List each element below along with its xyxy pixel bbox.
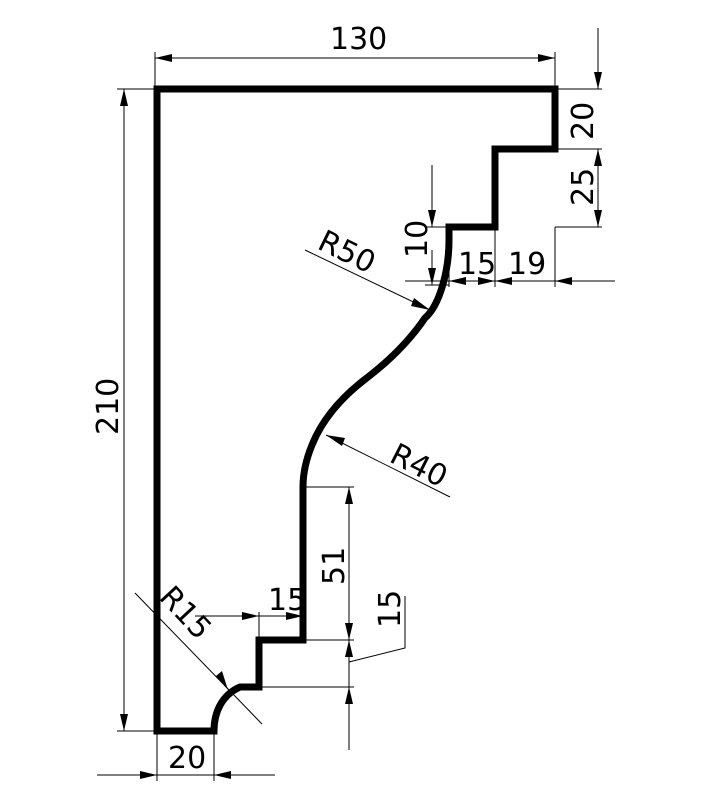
- dim-text-third-step-height: 10: [400, 220, 435, 258]
- dim-text-lower-step-width: 15: [268, 583, 306, 618]
- dim-top-step-height: 20: [555, 28, 602, 160]
- dim-text-total-height: 210: [91, 378, 126, 435]
- dim-text-corner-radius: R15: [152, 580, 218, 647]
- dim-third-step-width: 15: [405, 227, 555, 287]
- profile-outline: [153, 85, 559, 735]
- dim-second-step-height: 25: [555, 149, 602, 228]
- dim-text-lower-radius: R40: [384, 437, 452, 495]
- dim-text-base-width: 20: [168, 741, 206, 776]
- dim-text-upper-radius: R50: [312, 224, 380, 281]
- dim-text-second-step-height: 25: [566, 168, 601, 206]
- dim-second-step-width: 19: [495, 227, 615, 287]
- dim-base-width: 20: [97, 731, 275, 781]
- dim-text-third-step-width: 15: [458, 247, 496, 282]
- dim-lower-step-height: 15: [259, 590, 408, 750]
- dim-text-top-step-height: 20: [566, 102, 601, 140]
- dim-lower-radius: R40: [325, 434, 453, 498]
- dim-text-top-width: 130: [330, 22, 387, 57]
- dim-vertical-segment: 51: [303, 486, 354, 641]
- dim-lower-step-width: 15: [195, 583, 306, 640]
- dim-third-step-height: 10: [400, 165, 449, 286]
- dim-text-lower-step-height: 15: [373, 590, 408, 628]
- dim-top-width: 130: [154, 22, 556, 89]
- dim-text-second-step-width: 19: [508, 247, 546, 282]
- dim-total-height: 210: [91, 88, 157, 732]
- dim-text-vertical-segment: 51: [317, 547, 352, 585]
